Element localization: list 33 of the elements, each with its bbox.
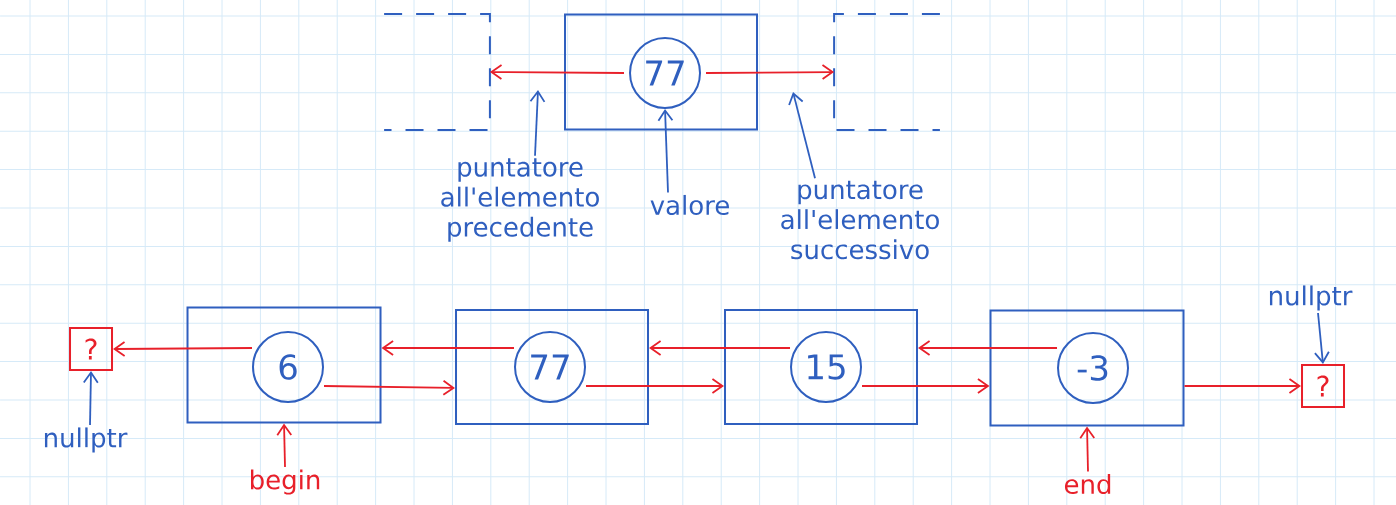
leader-arrow [82,371,99,426]
node-box [186,306,382,424]
annotation-text: valore [650,194,729,216]
pointer-arrow [381,340,515,356]
null-box: ? [1301,364,1345,408]
leader-arrow [1079,426,1096,473]
pointer-label: nullptr [1269,285,1353,311]
annotation-text: puntatore all'elemento successivo [781,180,939,260]
leader-arrow [1314,312,1330,364]
pointer-label: end [1064,473,1111,495]
node-box [989,309,1185,427]
pointer-arrow [649,340,791,356]
pointer-arrow [861,378,990,394]
pointer-arrow [489,64,625,80]
node-box [564,13,758,131]
dashed-box [383,13,491,131]
annotation-text: puntatore all'elemento precedente [441,158,599,242]
node-box [724,309,918,425]
pointer-arrow [585,378,724,394]
leader-arrow [657,109,674,194]
pointer-arrow [1183,378,1301,394]
leader-arrow [788,92,816,180]
leader-arrow [276,423,293,468]
pointer-label: begin [251,469,320,495]
node-box [455,309,649,425]
pointer-arrow [323,379,455,396]
pointer-arrow [113,341,253,357]
pointer-arrow [918,340,1058,356]
dashed-box [833,13,941,131]
pointer-arrow [705,64,835,80]
null-box: ? [69,327,113,371]
pointer-label: nullptr [44,427,128,453]
leader-arrow [529,90,546,157]
